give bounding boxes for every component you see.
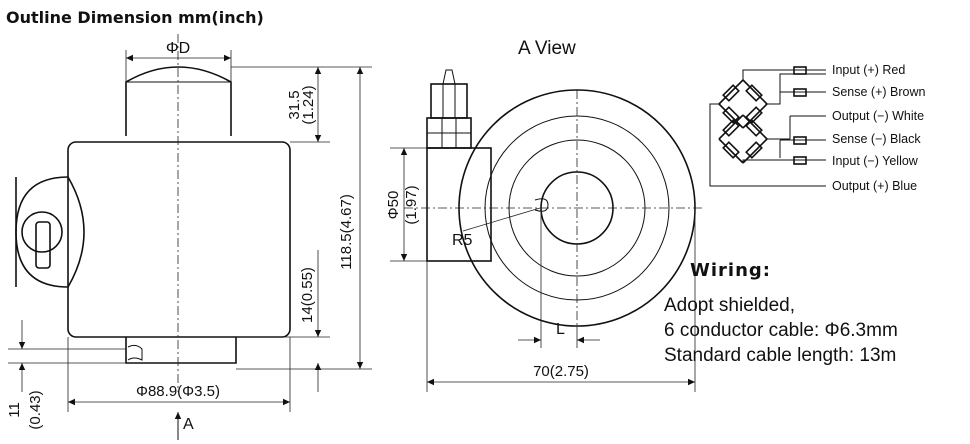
cable-gland bbox=[35, 221, 51, 269]
dim-l: L bbox=[556, 321, 565, 338]
wiring-heading: Wiring: bbox=[690, 260, 771, 281]
wire-label: Output (+) Blue bbox=[832, 179, 917, 193]
dim-width: 70(2.75) bbox=[533, 363, 589, 380]
wire-label: Input (−) Yellow bbox=[832, 154, 919, 168]
connector-housing bbox=[15, 176, 69, 288]
dim-phi50-mm: Φ50 bbox=[385, 191, 402, 220]
wire-label: Sense (−) Black bbox=[832, 132, 921, 146]
dim-phi-d: ΦD bbox=[166, 40, 190, 57]
wire-label: Sense (+) Brown bbox=[832, 85, 925, 99]
wiring-notes: Wiring: Adopt shielded, 6 conductor cabl… bbox=[664, 260, 898, 366]
dim-top-height-in: (1.24) bbox=[300, 85, 317, 124]
dim-lower-height: 14(0.55) bbox=[299, 267, 316, 323]
wiring-line-2: 6 conductor cable: Φ6.3mm bbox=[664, 320, 898, 341]
dim-top-height-mm: 31.5 bbox=[286, 90, 303, 119]
side-view: ΦD 31.5 (1.24) 118.5(4.67) 14(0.55) 11 (… bbox=[6, 34, 372, 440]
dim-total-height: 118.5(4.67) bbox=[338, 194, 355, 270]
bridge-schematic: Input (+) Red Sense (+) Brown Output (−)… bbox=[709, 63, 925, 193]
a-view-title: A View bbox=[518, 38, 576, 59]
connector-block bbox=[426, 147, 492, 262]
wire-label: Output (−) White bbox=[832, 109, 924, 123]
dim-radius: R5 bbox=[452, 232, 473, 249]
a-view: R5 Φ50 (1.97) L 70(2.75) bbox=[385, 69, 703, 392]
dim-diameter: Φ88.9(Φ3.5) bbox=[136, 383, 220, 400]
body-cylinder bbox=[67, 141, 291, 338]
cable-stub bbox=[430, 83, 468, 119]
base-pad bbox=[125, 337, 237, 364]
dim-phi50-in: (1.97) bbox=[403, 185, 420, 224]
dim-base-in: (0.43) bbox=[27, 390, 44, 429]
dim-base-mm: 11 bbox=[6, 402, 23, 418]
load-cap bbox=[125, 66, 232, 136]
drawing-title: Outline Dimension mm(inch) bbox=[6, 8, 264, 27]
wiring-line-1: Adopt shielded, bbox=[664, 295, 795, 316]
wiring-line-3: Standard cable length: 13m bbox=[664, 345, 896, 366]
wire-label: Input (+) Red bbox=[832, 63, 905, 77]
view-arrow-label: A bbox=[183, 416, 194, 433]
